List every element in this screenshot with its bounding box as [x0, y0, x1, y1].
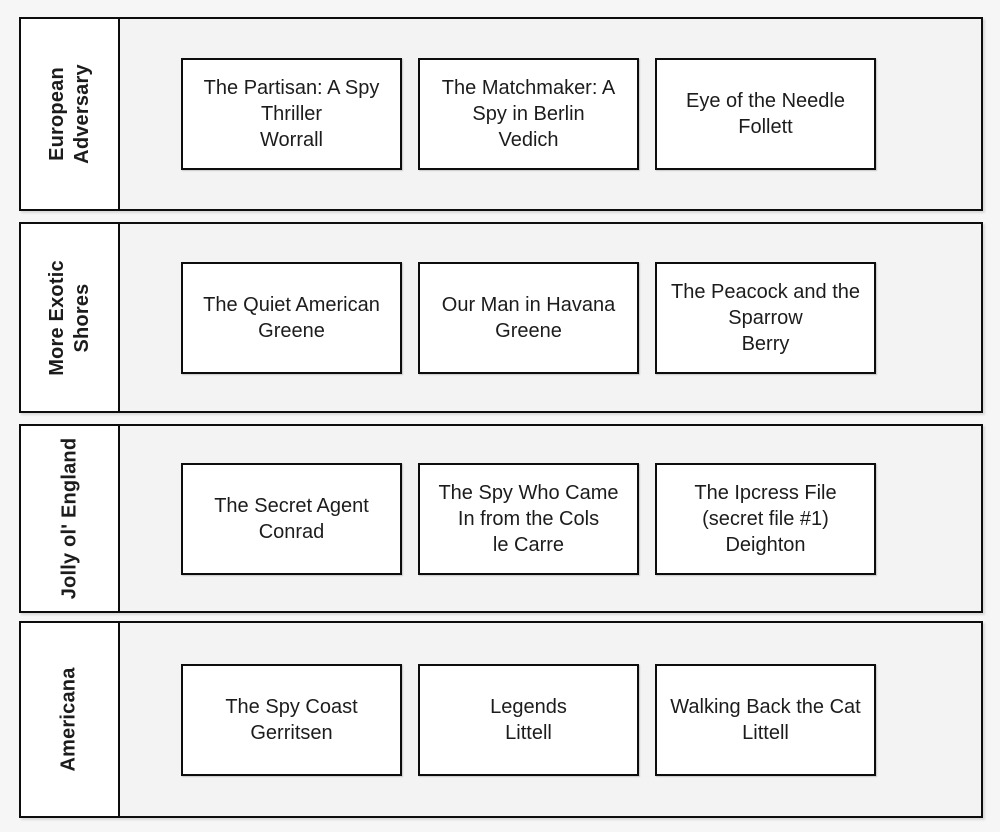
book-box-spy-who-came-in: The Spy Who Came In from the Cols le Car… [418, 462, 639, 575]
book-box-quiet-american: The Quiet American Greene [181, 261, 402, 374]
lane-label-americana: Americana [21, 623, 120, 816]
book-title: Our Man in Havana [441, 293, 616, 316]
lane-label-european-adversary: European Adversary [21, 19, 120, 209]
book-author: Berry [741, 332, 790, 355]
book-author: Greene [495, 319, 562, 342]
lane-label-text: Jolly ol' England [58, 437, 81, 600]
lane-body: The Quiet American Greene Our Man in Hav… [120, 224, 981, 411]
book-box-spy-coast: The Spy Coast Gerritsen [181, 663, 402, 776]
book-author: Littell [505, 721, 552, 744]
book-title: The Quiet American [203, 293, 380, 316]
book-box-legends: Legends Littell [418, 663, 639, 776]
book-author: Follett [738, 116, 793, 138]
book-box-peacock-and-sparrow: The Peacock and the Sparrow Berry [655, 261, 876, 374]
swimlane-americana: Americana The Spy Coast Gerritsen Legend… [19, 621, 983, 818]
book-title: The Matchmaker: A Spy in Berlin [441, 77, 616, 125]
book-author: le Carre [492, 533, 565, 556]
book-author: Greene [258, 319, 325, 342]
book-author: Gerritsen [250, 721, 333, 744]
book-author: Deighton [725, 533, 806, 556]
lane-label-text: Americana [58, 667, 81, 772]
book-title: The Spy Coast [225, 695, 358, 718]
book-title: Walking Back the Cat [670, 695, 861, 718]
lane-label-jolly-ol-england: Jolly ol' England [21, 426, 120, 611]
book-box-partisan: The Partisan: A Spy Thriller Worrall [181, 58, 402, 170]
lane-body: The Partisan: A Spy Thriller Worrall The… [120, 19, 981, 209]
book-author: Conrad [258, 520, 325, 543]
book-author: Worrall [260, 129, 323, 151]
book-box-secret-agent: The Secret Agent Conrad [181, 462, 402, 575]
swimlane-jolly-ol-england: Jolly ol' England The Secret Agent Conra… [19, 424, 983, 613]
lane-label-text: More Exotic Shores [45, 259, 93, 376]
book-author: Vedich [498, 129, 559, 151]
book-box-our-man-in-havana: Our Man in Havana Greene [418, 261, 639, 374]
book-title: Eye of the Needle [686, 90, 845, 112]
book-title: The Peacock and the Sparrow [670, 280, 860, 329]
book-box-eye-of-the-needle: Eye of the Needle Follett [655, 58, 876, 170]
book-box-matchmaker: The Matchmaker: A Spy in Berlin Vedich [418, 58, 639, 170]
book-title: The Spy Who Came In from the Cols [438, 481, 619, 530]
lane-label-text: European Adversary [45, 64, 93, 164]
book-box-walking-back-the-cat: Walking Back the Cat Littell [655, 663, 876, 776]
book-title: The Partisan: A Spy Thriller [203, 77, 380, 125]
book-box-ipcress-file: The Ipcress File (secret file #1) Deight… [655, 462, 876, 575]
swimlane-european-adversary: European Adversary The Partisan: A Spy T… [19, 17, 983, 211]
book-title: Legends [490, 695, 567, 718]
swimlane-more-exotic-shores: More Exotic Shores The Quiet American Gr… [19, 222, 983, 413]
lane-label-more-exotic-shores: More Exotic Shores [21, 224, 120, 411]
lane-body: The Secret Agent Conrad The Spy Who Came… [120, 426, 981, 611]
lane-body: The Spy Coast Gerritsen Legends Littell … [120, 623, 981, 816]
book-title: The Secret Agent [214, 494, 369, 517]
book-author: Littell [742, 721, 789, 744]
book-title: The Ipcress File (secret file #1) [694, 481, 837, 530]
